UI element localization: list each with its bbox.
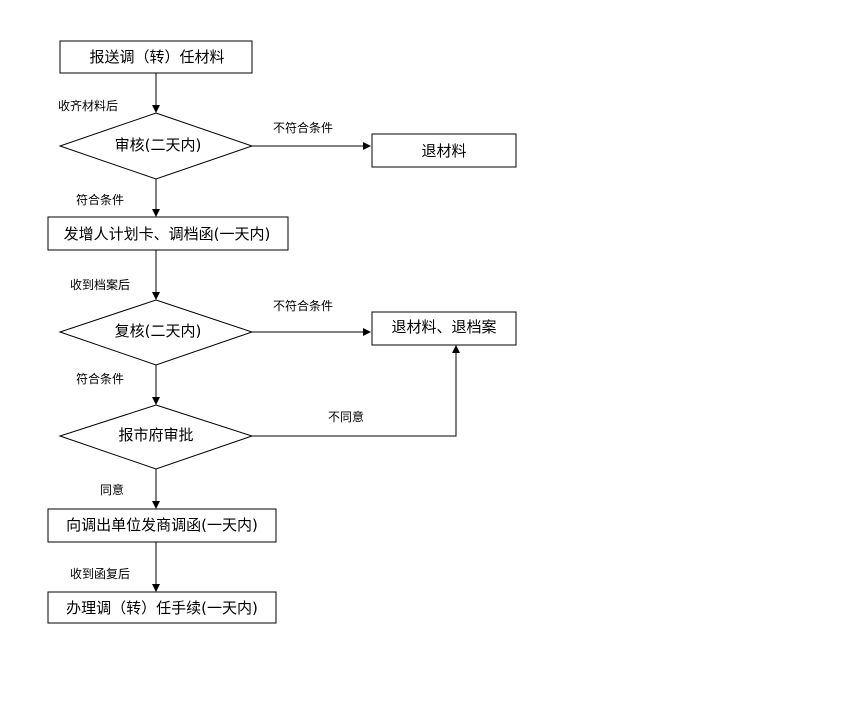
node-city-approval-diamond — [58, 404, 254, 470]
node-issue-card-label: 发增人计划卡、调档函(一天内) — [64, 225, 271, 243]
node-return-materials-box — [371, 133, 517, 168]
node-labels: 报送调（转）任材料 审核(二天内) 退材料 发增人计划卡、调档函(一天内) 复核… — [64, 48, 497, 617]
node-review-diamond — [58, 112, 254, 180]
connectors — [152, 73, 460, 592]
edge-label-review-qualified: 符合条件 — [76, 192, 124, 207]
edge-label-agree: 同意 — [100, 482, 124, 497]
node-return-files-label: 退材料、退档案 — [391, 318, 496, 336]
shapes — [47, 40, 517, 624]
edge-label-after-receive-reply: 收到函复后 — [70, 567, 130, 581]
edge-label-after-receive-files: 收到档案后 — [70, 277, 130, 292]
node-issue-card-box — [47, 216, 289, 251]
node-review-label: 审核(二天内) — [115, 136, 202, 154]
edge-label-recheck-not-qualified: 不符合条件 — [273, 298, 333, 313]
edge-label-review-not-qualified: 不符合条件 — [273, 120, 333, 135]
edge-label-disagree: 不同意 — [328, 409, 364, 424]
node-recheck-label: 复核(二天内) — [115, 322, 202, 340]
node-handle-transfer-label: 办理调（转）任手续(一天内) — [66, 599, 258, 617]
node-send-letter-box — [47, 508, 277, 543]
node-submit-box — [59, 40, 253, 74]
edge-label-after-receive-materials: 收齐材料后 — [58, 98, 118, 113]
node-recheck-diamond — [58, 299, 254, 366]
node-return-files-box — [371, 311, 517, 346]
node-city-approval-label: 报市府审批 — [118, 426, 193, 444]
node-submit-label: 报送调（转）任材料 — [89, 48, 224, 66]
edge-label-recheck-qualified: 符合条件 — [76, 371, 124, 386]
node-handle-transfer-box — [47, 591, 277, 624]
node-send-letter-label: 向调出单位发商调函(一天内) — [66, 516, 258, 534]
node-return-materials-label: 退材料 — [421, 142, 466, 160]
edge-city-approval-to-return-files — [252, 345, 460, 437]
edge-labels: 收齐材料后 不符合条件 符合条件 收到档案后 不符合条件 符合条件 不同意 同意… — [58, 98, 364, 581]
